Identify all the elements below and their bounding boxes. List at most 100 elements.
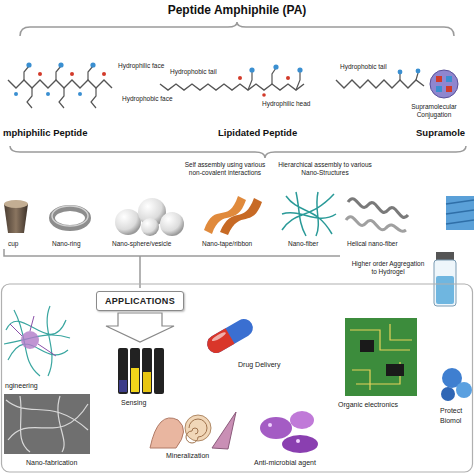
nano-cup (4, 200, 28, 233)
sensing-vials-part (119, 380, 127, 392)
annotation-label: Self assembly using various non-covalent… (178, 161, 272, 177)
supramolecular-structure-part (400, 73, 418, 80)
assembly-bracket-part (10, 146, 466, 158)
amphiphilic-structure-part (8, 80, 112, 88)
application-label: ngineering (5, 382, 38, 390)
sensing-vials-part (142, 348, 152, 394)
annotation-label: Nano-sphere/vesicle (112, 240, 171, 248)
biomolecule (441, 368, 472, 401)
amphiphilic-structure (8, 62, 112, 108)
capsule-part (204, 328, 235, 356)
amphiphilic-structure-part (102, 72, 106, 76)
microbes-part (260, 417, 292, 439)
amphiphilic-structure-part (24, 66, 93, 80)
biomolecule-part (441, 387, 455, 401)
sem-image-part (6, 396, 88, 452)
amphiphilic-structure-part (38, 72, 42, 76)
circuit-board-part (345, 318, 417, 396)
annotation-label: Supramolecular Conjugation (398, 103, 470, 119)
annotation-label: Nano-fiber (288, 240, 318, 248)
nano-spheres-part (115, 209, 141, 235)
helical-fibers-part (346, 217, 406, 232)
seashells-part (212, 412, 236, 449)
top-bracket-part (20, 22, 454, 36)
nano-ring-part (52, 208, 88, 228)
supramolecular-structure-part (436, 86, 442, 92)
lipidated-structure-part (160, 84, 304, 90)
partial-nanostructure-part (446, 200, 474, 224)
applications-box: APPLICATIONS (96, 291, 184, 311)
seashells-part (186, 419, 207, 443)
amphiphilic-structure-part (14, 92, 18, 96)
amphiphilic-structure-part (26, 62, 31, 67)
tissue-network-part (21, 331, 39, 349)
circuit-board (345, 318, 417, 396)
lipidated-structure-part (249, 67, 254, 72)
supramolecular-structure (336, 69, 458, 98)
supramolecular-structure-part (436, 76, 442, 82)
sensing-vials-part (131, 368, 139, 392)
annotation-label: Higher order Aggregation to Hydrogel (350, 260, 426, 276)
seashells (150, 412, 236, 449)
capsule-part (204, 316, 256, 357)
tissue-network-part (4, 306, 70, 376)
circuit-board-part (386, 364, 404, 376)
nano-spheres-part (160, 212, 184, 236)
lipidated-structure (160, 64, 304, 96)
capsule (204, 316, 256, 357)
assembly-bracket (10, 146, 466, 158)
hydrogel-vial (434, 252, 456, 306)
annotation-label: Hydrophilic head (262, 100, 310, 108)
lipidated-structure-part (286, 76, 290, 80)
supramolecular-structure-part (446, 76, 452, 82)
microbes-part (282, 435, 318, 453)
nano-tapes (204, 196, 262, 235)
nano-tapes-part (220, 198, 262, 235)
amphiphilic-structure-part (78, 92, 82, 96)
category-label: Lipidated Peptide (218, 127, 297, 138)
nano-ring (52, 206, 88, 228)
application-label: Anti-microbial agent (254, 459, 316, 467)
annotation-label: Hydrophobic face (122, 95, 173, 103)
annotation-label: Nano-ring (52, 240, 81, 248)
figure-title: Peptide Amphiphile (PA) (0, 3, 474, 17)
sensing-vials (118, 348, 164, 394)
tissue-network (4, 306, 70, 376)
partial-nanostructure (446, 196, 474, 230)
microbes-part (296, 439, 300, 443)
nano-cup-part (4, 204, 28, 233)
lipidated-structure-part (262, 93, 266, 97)
sem-image (4, 394, 90, 454)
annotation-label: cup (8, 240, 18, 248)
sem-image-part (4, 394, 90, 454)
amphiphilic-structure-part (90, 62, 95, 67)
nano-spheres (115, 198, 184, 236)
supramolecular-structure-part (416, 69, 421, 74)
amphiphilic-structure-part (70, 72, 74, 76)
annotation-label: Helical nano-fiber (347, 240, 398, 248)
hydrogel-vial-part (436, 276, 454, 304)
supramolecular-structure-part (336, 80, 424, 88)
annotation-label: Hierarchical assembly to various Nano-St… (278, 161, 372, 177)
lipidated-structure-part (238, 76, 242, 80)
nano-cup-part (4, 200, 28, 208)
applications-arrow-part (106, 313, 174, 342)
category-label: Supramole (416, 127, 465, 138)
annotation-label: Hydrophobic tail (170, 68, 217, 76)
annotation-label: Nano-tape/ribbon (202, 240, 252, 248)
lipidated-structure-part (248, 68, 300, 90)
annotation-label: Hydrophobic tail (340, 63, 387, 71)
application-label: Biomol (440, 417, 461, 425)
application-label: Organic electronics (338, 401, 398, 409)
microbes-part (268, 423, 272, 427)
nano-ring-part (52, 206, 88, 226)
top-bracket (20, 22, 454, 36)
amphiphilic-structure-part (46, 92, 50, 96)
capsule-part (211, 331, 227, 342)
supramolecular-structure-part (446, 86, 452, 92)
lipidated-structure-part (273, 64, 278, 69)
supramolecular-structure-part (398, 70, 403, 75)
application-label: Sensing (121, 399, 146, 407)
